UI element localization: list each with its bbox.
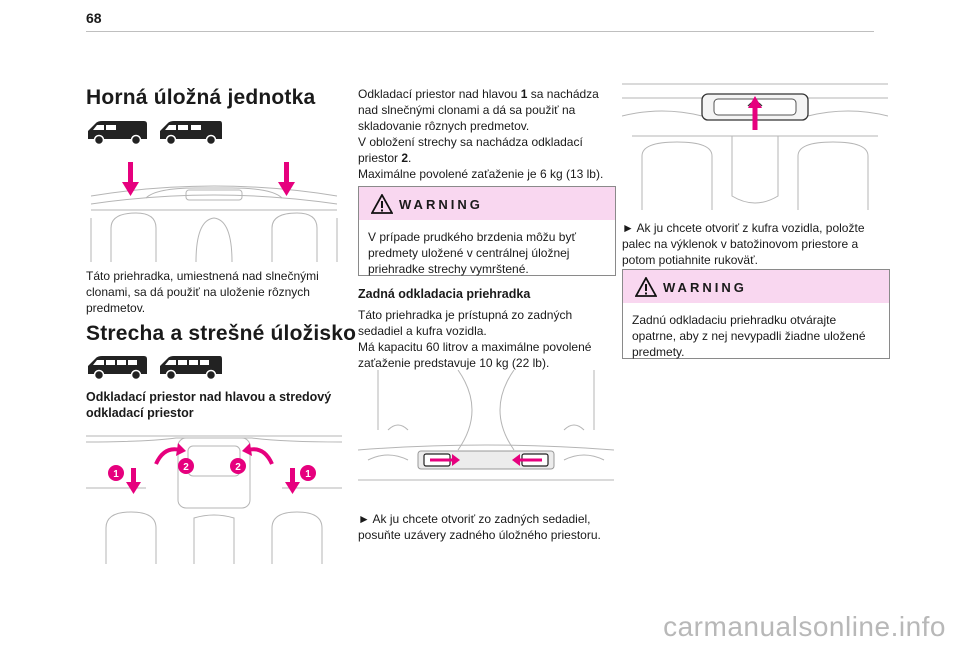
callout-2-left: 2 (183, 462, 189, 473)
intro-text: Odkladací priestor nad hlavou (358, 87, 521, 101)
warning-triangle-icon (371, 194, 393, 214)
rear-storage-seats-diagram (358, 370, 614, 481)
top-rule (86, 31, 874, 32)
warning-text: V prípade prudkého brzdenia môžu byť pre… (368, 230, 576, 276)
section-title-roof-storage: Strecha a strešné úložisko (86, 322, 357, 345)
warning-box-opening: WARNING Zadnú odkladaciu priehradku otvá… (622, 269, 890, 359)
trunk-storage-diagram (622, 83, 888, 210)
roof-text: V obložení strechy sa nachádza odkladací… (358, 135, 583, 165)
rear-description: Táto priehradka je prístupná zo zadných … (358, 307, 608, 371)
van-short-icon (88, 121, 222, 145)
callout-1-left: 1 (113, 469, 119, 480)
warning-header: WARNING (623, 270, 889, 303)
warning-title: WARNING (399, 197, 483, 212)
warning-box-braking: WARNING V prípade prudkého brzdenia môžu… (358, 186, 616, 276)
callout-2-right: 2 (235, 462, 241, 473)
warning-header: WARNING (359, 187, 615, 220)
warning-triangle-icon (635, 277, 657, 297)
rear-text-1: Táto priehradka je prístupná zo zadných … (358, 308, 573, 338)
warning-text: Zadnú odkladaciu priehradku otvárajte op… (632, 313, 866, 359)
rear-seats-instruction: ► Ak ju chcete otvoriť zo zadných sedadi… (358, 512, 601, 542)
rear-text-2: Má kapacitu 60 litrov a maximálne povole… (358, 340, 592, 370)
warning-title: WARNING (663, 280, 747, 295)
max-load-text: Maximálne povolené zaťaženie je 6 kg (13… (358, 167, 604, 181)
roof-storage-diagram: 1 2 2 1 (86, 435, 342, 564)
intro-number: 1 (520, 87, 528, 101)
subsection-title-rear: Zadná odkladacia priehradka (358, 287, 531, 301)
van-long-icon (88, 356, 222, 380)
section-title-upper-storage: Horná úložná jednotka (86, 86, 316, 109)
subsection-title-overhead: Odkladací priestor nad hlavou a stredový… (86, 390, 332, 420)
roof-number: 2 (401, 151, 409, 165)
upper-storage-diagram (90, 162, 338, 262)
page-number: 68 (86, 10, 102, 26)
callout-1-right: 1 (305, 469, 311, 480)
overhead-description: Odkladací priestor nad hlavou 1 sa nachá… (358, 86, 608, 182)
trunk-instruction: ► Ak ju chcete otvoriť z kufra vozidla, … (622, 221, 865, 267)
intro-text-cont: sa nachádza nad slnečnými clonami a dá s… (358, 87, 599, 133)
upper-storage-text: Táto priehradka, umiestnená nad slnečným… (86, 269, 319, 315)
roof-text-end: . (408, 151, 412, 165)
watermark: carmanualsonline.info (663, 611, 946, 642)
